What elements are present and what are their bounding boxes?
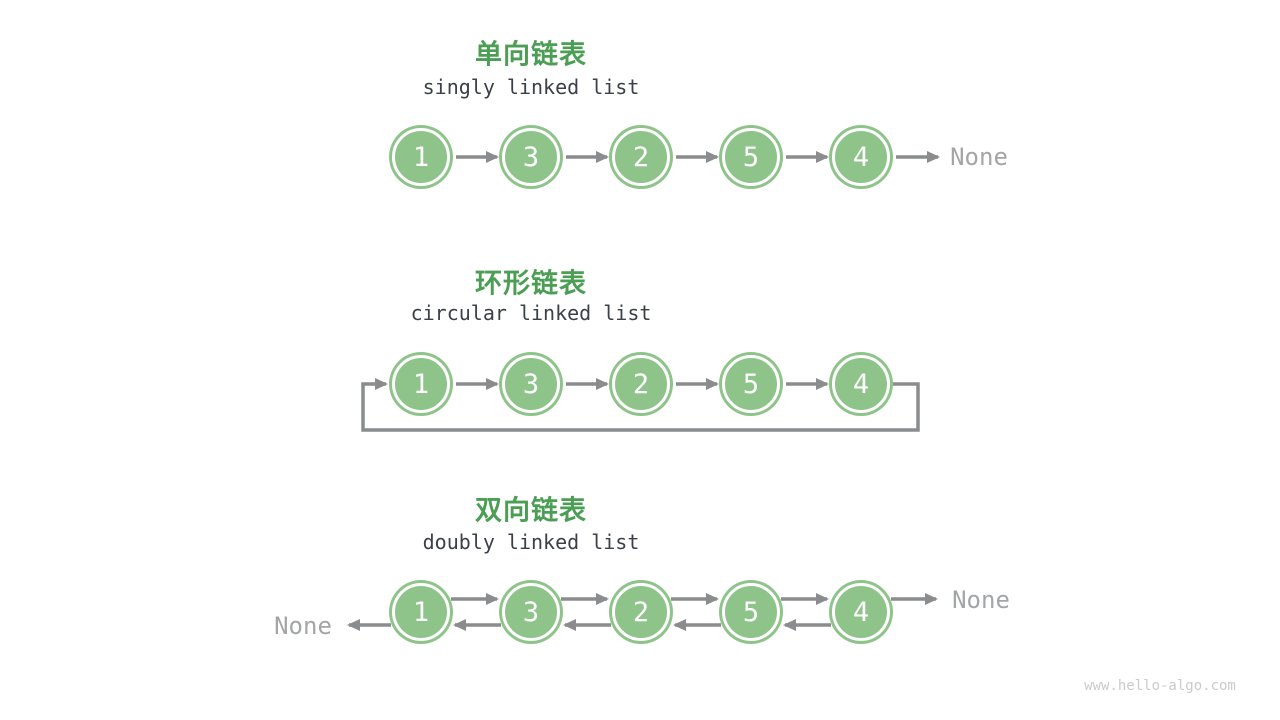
doubly-node-1-value: 1 — [412, 596, 430, 628]
circular-title-zh: 环形链表 — [475, 268, 587, 300]
singly-node-5-value: 5 — [742, 141, 760, 173]
circular-node-3: 3 — [502, 355, 560, 413]
doubly-title-en: doubly linked list — [422, 530, 640, 554]
circular-node-3-value: 3 — [522, 368, 540, 400]
singly-node-1-value: 1 — [412, 141, 430, 173]
doubly-tail-none-label: None — [952, 586, 1010, 614]
circular-node-1: 1 — [392, 355, 450, 413]
circular-node-1-value: 1 — [412, 368, 430, 400]
singly-title-zh: 单向链表 — [475, 39, 587, 71]
singly-node-2-value: 2 — [632, 141, 650, 173]
watermark: www.hello-algo.com — [1084, 678, 1236, 694]
doubly-head-none-label: None — [274, 612, 332, 640]
singly-tail-none-label: None — [950, 143, 1008, 171]
circular-node-2: 2 — [612, 355, 670, 413]
singly-title-en: singly linked list — [422, 75, 640, 99]
singly-node-3: 3 — [502, 128, 560, 186]
doubly-node-5: 5 — [722, 583, 780, 641]
doubly-title-zh: 双向链表 — [475, 495, 587, 527]
doubly-node-2-value: 2 — [632, 596, 650, 628]
singly-node-1: 1 — [392, 128, 450, 186]
doubly-node-3: 3 — [502, 583, 560, 641]
doubly-node-1: 1 — [392, 583, 450, 641]
singly-node-5: 5 — [722, 128, 780, 186]
singly-node-2: 2 — [612, 128, 670, 186]
circular-node-5: 5 — [722, 355, 780, 413]
doubly-node-4: 4 — [832, 583, 890, 641]
doubly-node-3-value: 3 — [522, 596, 540, 628]
circular-node-5-value: 5 — [742, 368, 760, 400]
arrow-circular-loop-4-1 — [361, 378, 920, 432]
circular-title-en: circular linked list — [410, 301, 652, 325]
singly-node-3-value: 3 — [522, 141, 540, 173]
doubly-node-4-value: 4 — [852, 596, 870, 628]
circular-node-2-value: 2 — [632, 368, 650, 400]
circular-node-4-value: 4 — [852, 368, 870, 400]
doubly-node-2: 2 — [612, 583, 670, 641]
doubly-node-5-value: 5 — [742, 596, 760, 628]
singly-node-4-value: 4 — [852, 141, 870, 173]
singly-node-4: 4 — [832, 128, 890, 186]
circular-node-4: 4 — [832, 355, 890, 413]
